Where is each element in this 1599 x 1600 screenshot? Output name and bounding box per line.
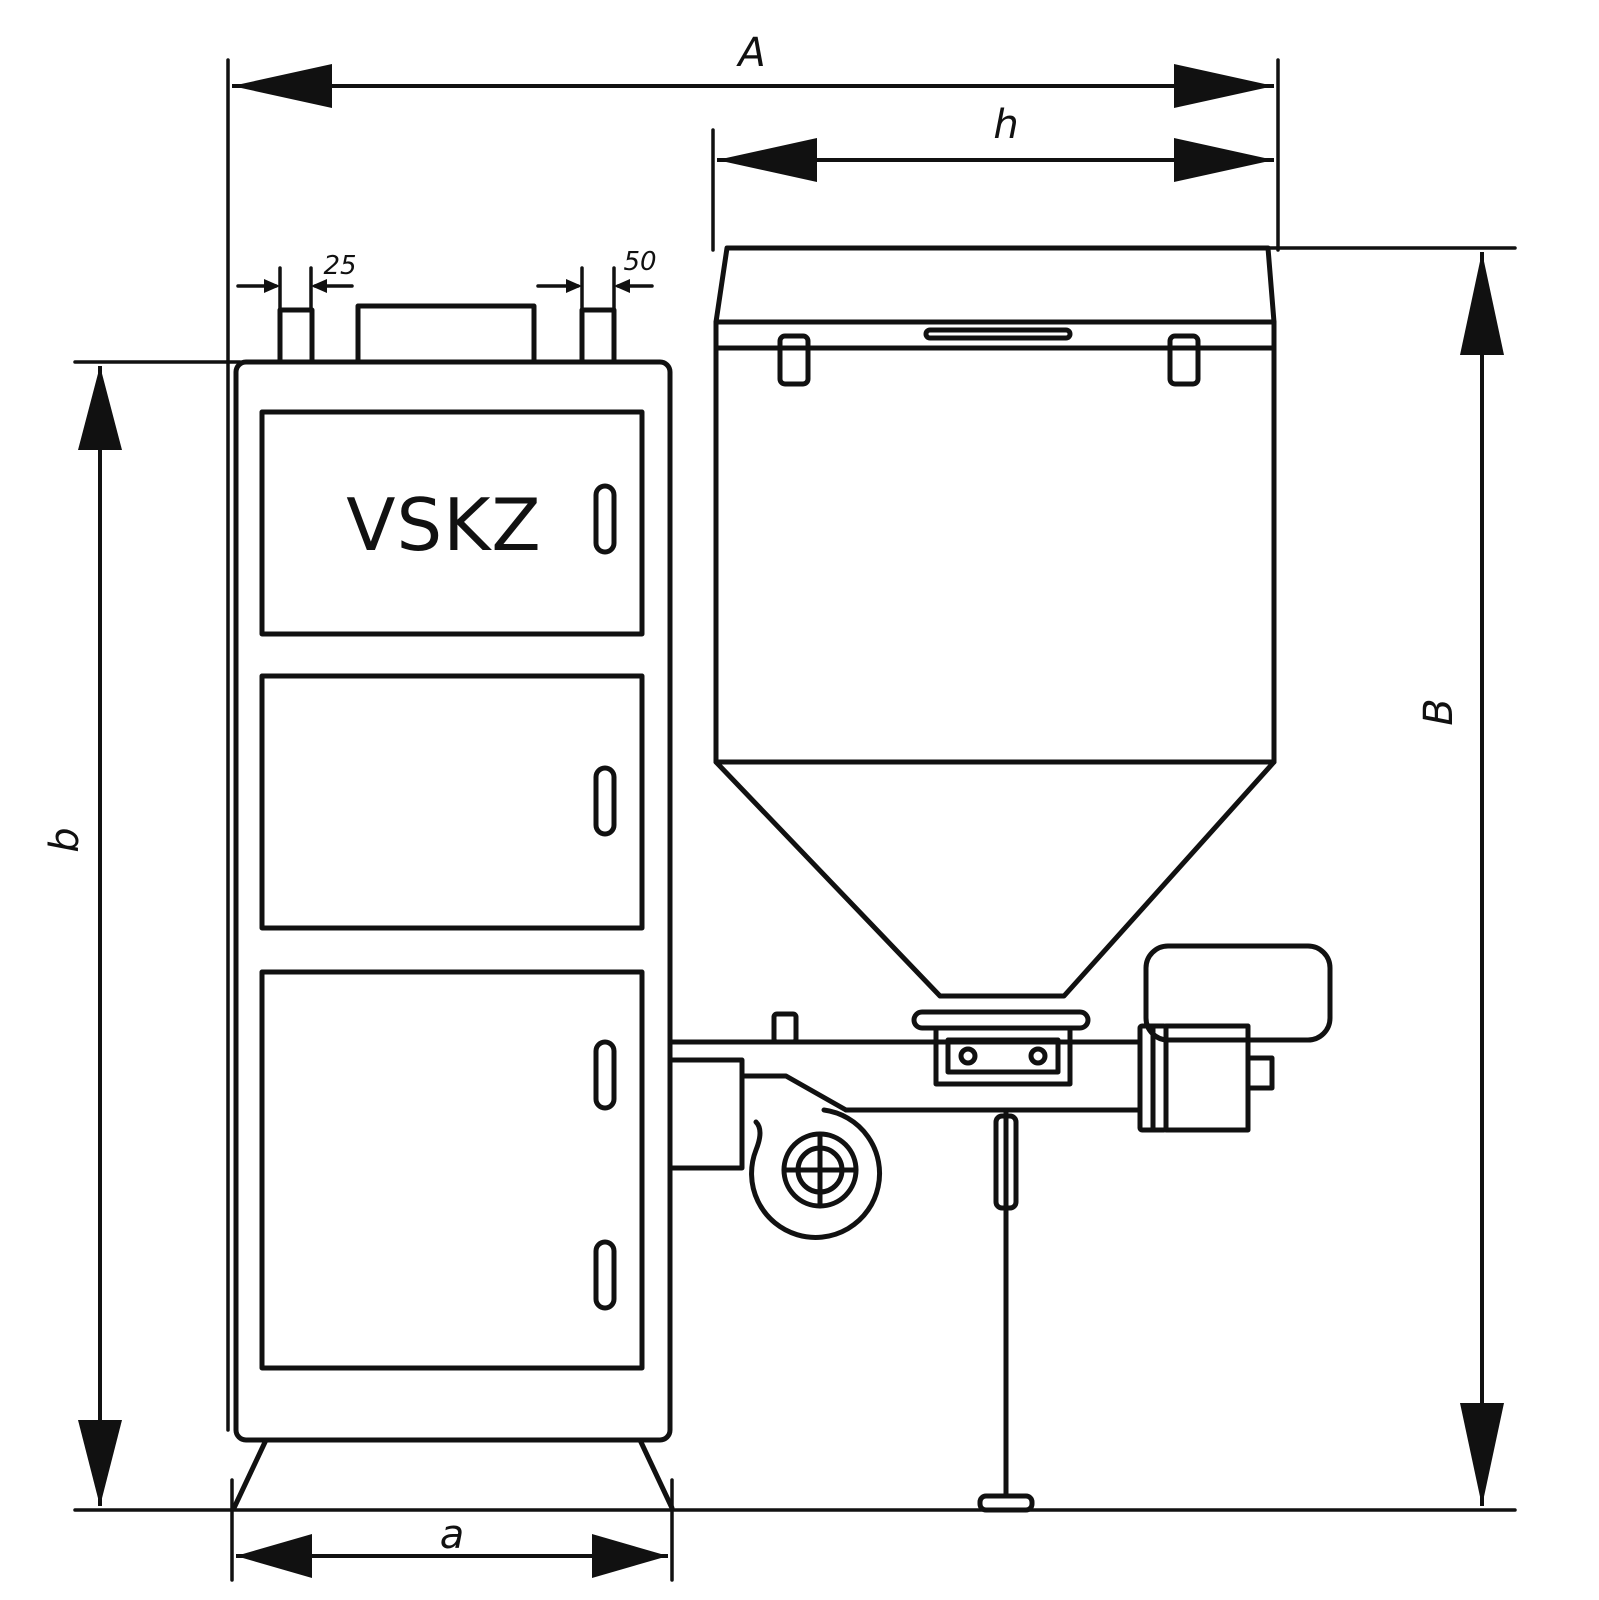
connection-left-label: 25 bbox=[323, 251, 356, 281]
dimension-b-upper-label: B bbox=[1416, 698, 1462, 725]
lower-door-handle-top bbox=[593, 1039, 617, 1111]
dimension-b-upper-overall-height: B bbox=[1416, 252, 1504, 1506]
intake-bolt-right bbox=[1028, 1046, 1048, 1066]
dimension-a-overall-width: A bbox=[232, 30, 1274, 108]
middle-door-handle bbox=[593, 765, 617, 837]
hopper-lid-handle bbox=[923, 327, 1073, 341]
upper-door-handle bbox=[593, 483, 617, 555]
auger-feeder bbox=[667, 943, 1333, 1513]
flow-pipe-right bbox=[579, 307, 617, 365]
dimension-h-label: h bbox=[993, 102, 1018, 148]
lower-door-handle-bottom bbox=[593, 1239, 617, 1311]
dimension-connection-left: 25 bbox=[236, 251, 357, 312]
dimension-a-label: A bbox=[735, 30, 765, 76]
hopper-body bbox=[713, 319, 1277, 765]
extension-lines bbox=[73, 58, 1517, 1582]
dimension-b-lower-boiler-height: b bbox=[42, 366, 122, 1506]
auger-intake-block bbox=[933, 1025, 1073, 1087]
middle-door bbox=[259, 673, 645, 931]
hopper-latch-left bbox=[777, 333, 811, 387]
hopper-lid bbox=[713, 245, 1277, 325]
dimension-a-boiler-width: a bbox=[236, 1512, 668, 1578]
support-post-sleeve bbox=[993, 1113, 1019, 1211]
burner-tube bbox=[667, 1057, 745, 1171]
dimension-a-lower-label: a bbox=[440, 1512, 465, 1558]
boiler-cabinet bbox=[233, 359, 673, 1443]
hopper-latch-right bbox=[1167, 333, 1201, 387]
lower-door bbox=[259, 969, 645, 1371]
blower-housing bbox=[749, 1107, 883, 1240]
hopper-funnel bbox=[713, 759, 1277, 999]
flue-outlet bbox=[355, 303, 537, 365]
boiler-body: VSKZ bbox=[231, 303, 675, 1511]
upper-door bbox=[259, 409, 645, 637]
flow-pipe-left bbox=[277, 307, 315, 365]
support-post-foot bbox=[977, 1493, 1035, 1513]
intake-bolt-left bbox=[958, 1046, 978, 1066]
dimension-b-lower-label: b bbox=[42, 827, 88, 852]
connection-right-label: 50 bbox=[623, 247, 656, 277]
auger-vent bbox=[771, 1011, 799, 1045]
pellet-hopper bbox=[713, 245, 1277, 1031]
dimension-h-hopper-width: h bbox=[717, 102, 1274, 182]
gearbox-cap bbox=[1245, 1055, 1275, 1091]
feeder-motor bbox=[1143, 943, 1333, 1043]
boiler-leg-right bbox=[637, 1437, 675, 1511]
brand-label: VSKZ bbox=[346, 483, 542, 567]
dimension-connection-right: 50 bbox=[536, 247, 657, 312]
boiler-leg-left bbox=[231, 1437, 269, 1511]
